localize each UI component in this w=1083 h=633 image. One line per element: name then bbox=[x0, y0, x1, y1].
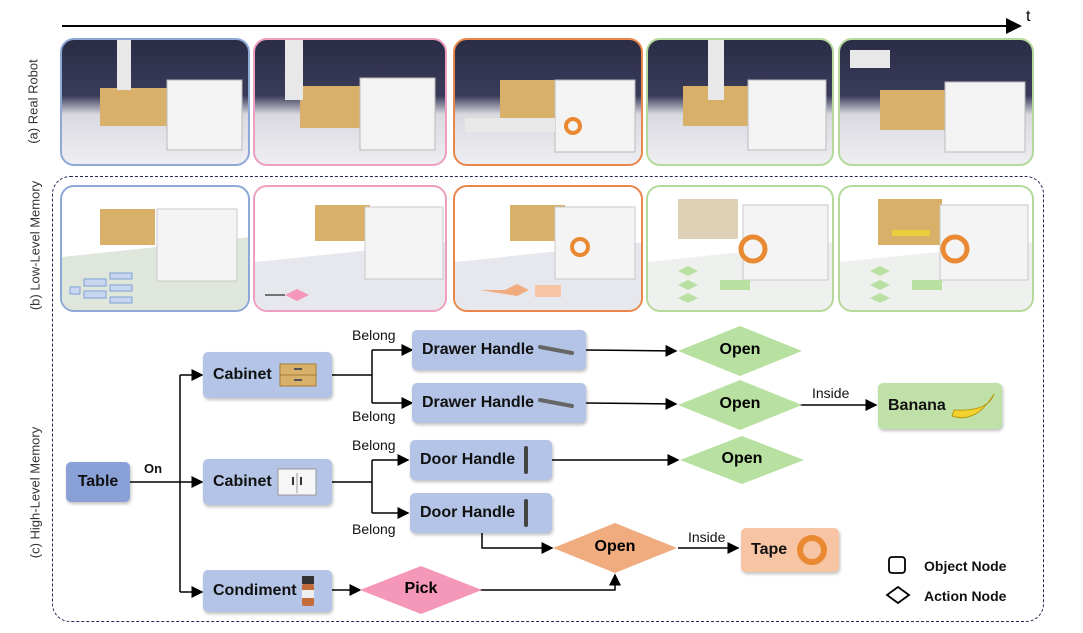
real-robot-frame-2 bbox=[253, 38, 447, 166]
node-door-handle-1: Door Handle bbox=[410, 440, 552, 480]
node-drawer-handle-2: Drawer Handle bbox=[412, 383, 586, 423]
action-open-4-label: Open bbox=[594, 538, 636, 555]
drawer-handle-icon bbox=[538, 345, 575, 355]
node-banana: Banana bbox=[878, 383, 1002, 429]
edge-label-belong-4: Belong bbox=[352, 521, 396, 537]
action-open-2 bbox=[678, 380, 802, 430]
real-robot-frame-4 bbox=[646, 38, 834, 166]
drawer-cabinet-icon bbox=[279, 363, 317, 387]
time-axis-label: t bbox=[1026, 8, 1031, 25]
action-open-3 bbox=[680, 436, 804, 484]
node-drawer-handle-1: Drawer Handle bbox=[412, 330, 586, 370]
node-condiment: Condiment bbox=[203, 570, 332, 612]
edge-label-inside-1: Inside bbox=[812, 385, 850, 401]
node-door-handle-2: Door Handle bbox=[410, 493, 552, 533]
node-table: Table bbox=[66, 462, 130, 502]
edge-label-inside-2: Inside bbox=[688, 529, 726, 545]
action-open-1 bbox=[678, 326, 802, 376]
door-cabinet-icon bbox=[277, 468, 317, 496]
door-handle-icon bbox=[524, 499, 529, 527]
drawer-handle-icon bbox=[538, 398, 575, 408]
action-open-3-label: Open bbox=[721, 450, 763, 467]
legend-action-node: Action Node bbox=[924, 588, 1007, 604]
edge-label-belong-3: Belong bbox=[352, 437, 396, 453]
low-level-frame-1 bbox=[60, 185, 250, 312]
action-pick bbox=[360, 566, 482, 614]
real-robot-frame-1 bbox=[60, 38, 250, 166]
low-level-frame-4 bbox=[646, 185, 834, 312]
condiment-jar-icon bbox=[301, 576, 314, 606]
timeline-axis bbox=[62, 18, 1022, 34]
edge-label-on: On bbox=[144, 461, 163, 476]
low-level-frame-2 bbox=[253, 185, 447, 312]
door-handle-icon bbox=[524, 446, 529, 474]
edge-label-belong-1: Belong bbox=[352, 327, 396, 343]
node-cabinet-drawers: Cabinet bbox=[203, 352, 332, 398]
low-level-frame-5 bbox=[838, 185, 1034, 312]
action-open-2-label: Open bbox=[719, 395, 761, 412]
action-pick-label: Pick bbox=[404, 580, 438, 597]
node-cabinet-doors: Cabinet bbox=[203, 459, 332, 505]
low-level-frame-3 bbox=[453, 185, 643, 312]
legend-object-node: Object Node bbox=[924, 558, 1007, 574]
banana-icon bbox=[951, 393, 995, 419]
real-robot-frame-3 bbox=[453, 38, 643, 166]
tape-roll-icon bbox=[797, 535, 828, 565]
action-open-4 bbox=[553, 523, 677, 573]
action-open-1-label: Open bbox=[719, 341, 761, 358]
node-tape: Tape bbox=[741, 528, 839, 572]
real-robot-frame-5 bbox=[838, 38, 1034, 166]
memory-dashed-container bbox=[52, 176, 1044, 622]
edge-label-belong-2: Belong bbox=[352, 408, 396, 424]
